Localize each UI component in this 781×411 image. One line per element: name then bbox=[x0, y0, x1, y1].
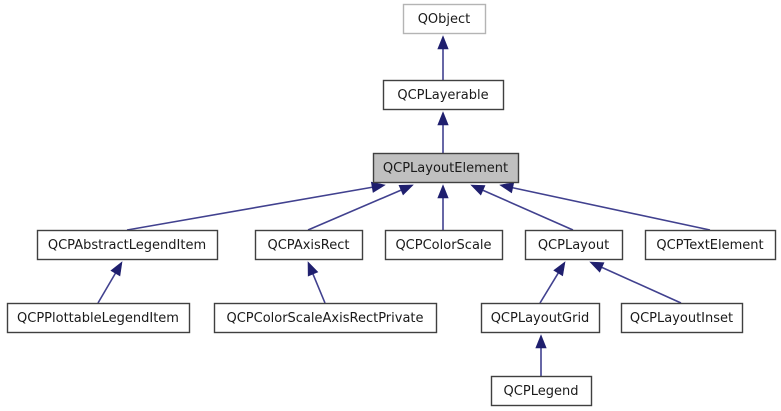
class-node-qcpcolorscaleaxisrectprivate[interactable]: QCPColorScaleAxisRectPrivate bbox=[213, 302, 438, 334]
class-node-box[interactable] bbox=[384, 229, 504, 261]
class-node-box[interactable] bbox=[524, 229, 624, 261]
class-node-qobject[interactable]: QObject bbox=[402, 3, 487, 35]
class-node-qcptextelement[interactable]: QCPTextElement bbox=[644, 229, 777, 261]
class-node-box[interactable] bbox=[6, 302, 191, 334]
class-node-box[interactable] bbox=[254, 229, 364, 261]
edges-layer bbox=[97, 35, 711, 376]
inheritance-edge-qcptextelement-to-qcplayoutelement bbox=[499, 182, 711, 231]
inheritance-edge-qcplayout-to-qcplayoutelement bbox=[470, 184, 574, 231]
class-node-box[interactable] bbox=[382, 79, 505, 111]
inheritance-edge-qcpaxisrect-to-qcplayoutelement bbox=[307, 184, 414, 231]
edge-line bbox=[307, 189, 402, 231]
inheritance-arrowhead-icon bbox=[589, 261, 605, 273]
class-node-label: QCPLayout bbox=[538, 238, 609, 253]
class-node-label: QCPAbstractLegendItem bbox=[48, 238, 206, 253]
class-node-qcplayoutgrid[interactable]: QCPLayoutGrid bbox=[480, 302, 601, 334]
class-node-qcpabstractlegenditem[interactable]: QCPAbstractLegendItem bbox=[36, 229, 219, 261]
inheritance-edge-qcpabstractlegenditem-to-qcplayoutelement bbox=[126, 181, 386, 231]
class-node-label: QCPLayoutInset bbox=[630, 311, 733, 326]
edge-line bbox=[97, 272, 117, 304]
class-node-qcplayerable[interactable]: QCPLayerable bbox=[382, 79, 505, 111]
class-node-label: QCPPlottableLegendItem bbox=[17, 311, 179, 326]
inheritance-arrowhead-icon bbox=[307, 261, 319, 277]
edge-line bbox=[482, 189, 574, 231]
class-node-qcpaxisrect[interactable]: QCPAxisRect bbox=[254, 229, 364, 261]
edge-line bbox=[126, 186, 373, 231]
inheritance-arrowhead-icon bbox=[535, 334, 547, 349]
inheritance-arrowhead-icon bbox=[437, 111, 449, 126]
edge-line bbox=[601, 266, 682, 304]
inheritance-edge-qcpcolorscaleaxisrectprivate-to-qcpaxisrect bbox=[307, 261, 326, 304]
inheritance-arrowhead-icon bbox=[553, 261, 566, 277]
class-node-box[interactable] bbox=[372, 152, 520, 184]
class-node-box[interactable] bbox=[620, 302, 744, 334]
class-node-label: QObject bbox=[418, 12, 471, 27]
inheritance-arrowhead-icon bbox=[470, 184, 486, 196]
inheritance-edge-qcplayerable-to-qobject bbox=[437, 35, 449, 80]
class-node-label: QCPLegend bbox=[504, 384, 579, 399]
edge-line bbox=[512, 186, 711, 231]
class-node-box[interactable] bbox=[402, 3, 487, 35]
class-node-qcplayoutinset[interactable]: QCPLayoutInset bbox=[620, 302, 744, 334]
class-node-qcplayout[interactable]: QCPLayout bbox=[524, 229, 624, 261]
class-node-label: QCPTextElement bbox=[656, 238, 763, 253]
inheritance-arrowhead-icon bbox=[398, 184, 414, 196]
class-node-qcpplottablelegenditem[interactable]: QCPPlottableLegendItem bbox=[6, 302, 191, 334]
inheritance-arrowhead-icon bbox=[110, 261, 123, 277]
nodes-layer: QObjectQCPLayerableQCPLayoutElementQCPAb… bbox=[6, 3, 777, 407]
class-node-label: QCPLayoutElement bbox=[383, 161, 508, 176]
inheritance-edge-qcpcolorscale-to-qcplayoutelement bbox=[437, 184, 449, 230]
class-node-label: QCPAxisRect bbox=[268, 238, 350, 253]
class-node-box[interactable] bbox=[36, 229, 219, 261]
class-node-box[interactable] bbox=[480, 302, 601, 334]
class-node-box[interactable] bbox=[213, 302, 438, 334]
class-node-box[interactable] bbox=[644, 229, 777, 261]
class-node-label: QCPColorScale bbox=[395, 238, 491, 253]
inheritance-edge-qcplayoutgrid-to-qcplayout bbox=[539, 261, 566, 304]
class-node-label: QCPColorScaleAxisRectPrivate bbox=[226, 311, 423, 326]
inheritance-arrowhead-icon bbox=[370, 181, 386, 193]
class-node-qcplayoutelement[interactable]: QCPLayoutElement bbox=[372, 152, 520, 184]
inheritance-arrowhead-icon bbox=[437, 184, 449, 199]
inheritance-edge-qcplayoutelement-to-qcplayerable bbox=[437, 111, 449, 153]
inheritance-edge-qcplayoutinset-to-qcplayout bbox=[589, 261, 682, 304]
inheritance-edge-qcplegend-to-qcplayoutgrid bbox=[535, 334, 547, 376]
class-node-qcplegend[interactable]: QCPLegend bbox=[490, 375, 593, 407]
inheritance-arrowhead-icon bbox=[499, 182, 515, 194]
class-node-box[interactable] bbox=[490, 375, 593, 407]
edge-line bbox=[539, 272, 559, 304]
edge-line bbox=[312, 273, 326, 304]
class-node-qcpcolorscale[interactable]: QCPColorScale bbox=[384, 229, 504, 261]
inheritance-edge-qcpplottablelegenditem-to-qcpabstractlegenditem bbox=[97, 261, 123, 304]
class-node-label: QCPLayerable bbox=[397, 88, 488, 103]
inheritance-arrowhead-icon bbox=[437, 35, 449, 50]
class-node-label: QCPLayoutGrid bbox=[491, 311, 590, 326]
